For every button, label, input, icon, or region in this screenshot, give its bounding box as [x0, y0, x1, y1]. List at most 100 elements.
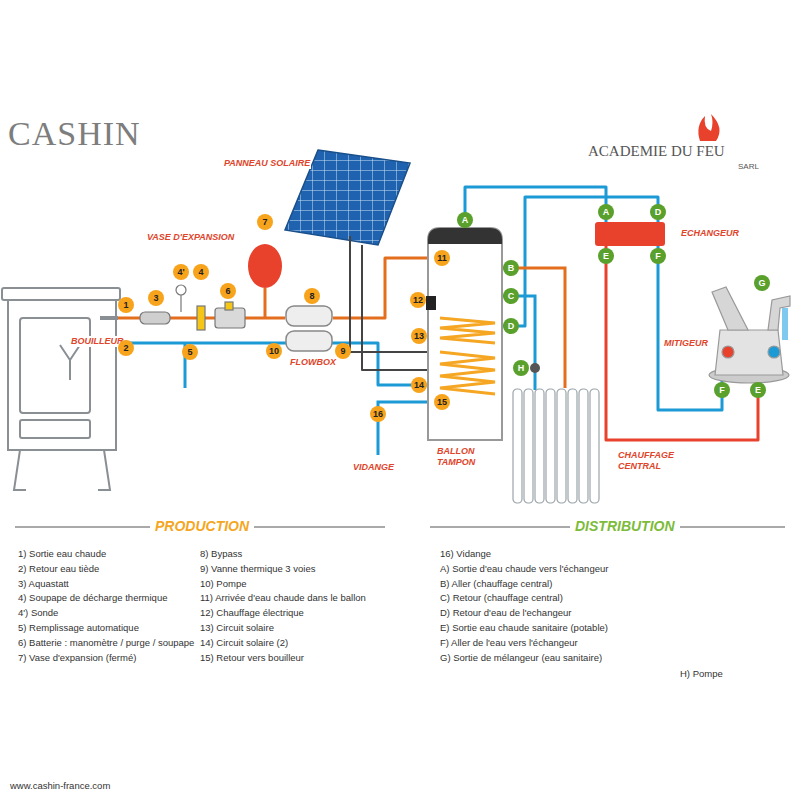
component-label: PANNEAU SOLAIRE [223, 158, 311, 169]
callout-number: 6 [220, 283, 236, 299]
label: www.cashin-france.com [10, 780, 110, 792]
section-heading: PRODUCTION [150, 518, 254, 535]
website: H) Pompe [680, 668, 723, 680]
radiator-drawing [512, 388, 600, 504]
legend-item: 12) Chauffage électrique [200, 607, 304, 619]
callout-number: 4 [193, 264, 209, 280]
callout-letter: B [503, 260, 519, 276]
legend-item: 10) Pompe [200, 578, 246, 590]
stove-boiler: BOUILLEUR [0, 284, 118, 490]
stove-drawing [60, 345, 80, 380]
callout-number: 3 [148, 290, 164, 306]
callout-letter: E [750, 382, 766, 398]
mixer-tap-drawing [722, 346, 734, 358]
buffer-tank-drawing [428, 228, 502, 244]
legend-item: B) Aller (chauffage central) [440, 578, 552, 590]
brand-logo: CASHIN [8, 116, 141, 152]
buffer-tank-drawing [426, 296, 436, 310]
legend-item: F) Aller de l'eau vers l'échangeur [440, 637, 578, 649]
legend-item: 14) Circuit solaire (2) [200, 637, 288, 649]
brand-logo: SARL [738, 162, 759, 171]
callout-number: 12 [410, 292, 426, 308]
callout-number: 2 [118, 340, 134, 356]
section-heading: DISTRIBUTION [570, 518, 680, 535]
legend-item: 3) Aquastatt [18, 578, 69, 590]
callout-letter: C [503, 288, 519, 304]
callout-letter: G [754, 275, 770, 291]
pipe-fittings [225, 302, 233, 310]
callout-letter: A [457, 212, 473, 228]
legend-item: 15) Retour vers bouilleur [200, 652, 304, 664]
legend-item: 11) Arrivée d'eau chaude dans le ballon [200, 592, 366, 604]
flowbox-drawing [286, 306, 332, 351]
stove-drawing [2, 288, 120, 300]
expansion-vessel: VASE D'EXPANSION [248, 244, 282, 288]
mixer-tap-drawing [768, 346, 780, 358]
component-label: MITIGEUR [663, 338, 709, 349]
pipe-connector [502, 197, 658, 326]
expansion-vessel-drawing [248, 244, 282, 288]
callout-number: 14 [411, 377, 427, 393]
heat-exchanger-drawing [595, 222, 665, 246]
legend-item: 7) Vase d'expansion (fermé) [18, 652, 136, 664]
mixer-tap-drawing [782, 308, 788, 340]
component-label: BOUILLEUR [70, 336, 125, 347]
callout-letter: F [650, 248, 666, 264]
legend-item: A) Sortie d'eau chaude vers l'échangeur [440, 563, 608, 575]
legend-item: 2) Retour eau tiède [18, 563, 99, 575]
callout-number: 7 [257, 214, 273, 230]
pipe-connector [118, 343, 428, 385]
layout-pipes [350, 236, 428, 352]
callout-number: 10 [266, 343, 282, 359]
stove-drawing [20, 420, 90, 438]
legend-item: 4') Sonde [18, 607, 58, 619]
callout-number: 8 [304, 288, 320, 304]
callout-letter: A [598, 204, 614, 220]
legend-item: 8) Bypass [200, 548, 242, 560]
pipe-fittings [176, 285, 186, 295]
legend-item: D) Retour d'eau de l'echangeur [440, 607, 571, 619]
pipe-fittings [215, 308, 245, 328]
buffer-tank-drawing [428, 228, 502, 440]
legend-item: E) Sortie eau chaude sanitaire (potable) [440, 622, 608, 634]
solar-panel: PANNEAU SOLAIRE [285, 150, 410, 245]
callout-letter: F [714, 382, 730, 398]
callout-number: 15 [434, 394, 450, 410]
component-label: BALLON TAMPON [436, 446, 500, 468]
radiator-drawing [512, 363, 600, 504]
pipe-fittings [197, 306, 205, 330]
brand-logo: ACADEMIE DU FEU [588, 143, 725, 160]
pipe-label: VIDANGE [352, 462, 395, 473]
callout-number: 13 [411, 328, 427, 344]
buffer-tank-drawing [426, 228, 502, 440]
stove-drawing [14, 450, 110, 490]
expansion-vessel-drawing [248, 244, 282, 288]
stove-drawing [8, 300, 116, 450]
callout-number: 11 [434, 250, 450, 266]
legend-item: 13) Circuit solaire [200, 622, 274, 634]
legend-item: C) Retour (chauffage central) [440, 592, 563, 604]
buffer-tank-drawing [440, 352, 495, 394]
mixer-tap-drawing [712, 287, 748, 330]
callout-number: 1 [118, 297, 134, 313]
pipe-connector [465, 187, 606, 228]
pipe-connector [333, 258, 428, 318]
heat-exchanger: ECHANGEUR [595, 222, 665, 246]
layout-pipes [378, 402, 428, 455]
callout-number: 5 [182, 344, 198, 360]
flowbox: FLOWBOX [285, 305, 333, 351]
legend-item: 6) Batterie : manomètre / purge / soupap… [18, 637, 194, 649]
stove-drawing [20, 318, 90, 413]
radiator-drawing [530, 363, 540, 373]
mixer-tap-drawing [709, 287, 790, 383]
buffer-tank-drawing [440, 318, 495, 343]
legend-item: 1) Sortie eau chaude [18, 548, 106, 560]
component-label: ECHANGEUR [680, 228, 740, 239]
legend-item: 16) Vidange [440, 548, 491, 560]
pipe-fittings [180, 295, 181, 312]
logo-flame [698, 114, 719, 141]
callout-letter: E [598, 248, 614, 264]
layout-pipes [185, 236, 565, 455]
callout-number: 16 [370, 406, 386, 422]
